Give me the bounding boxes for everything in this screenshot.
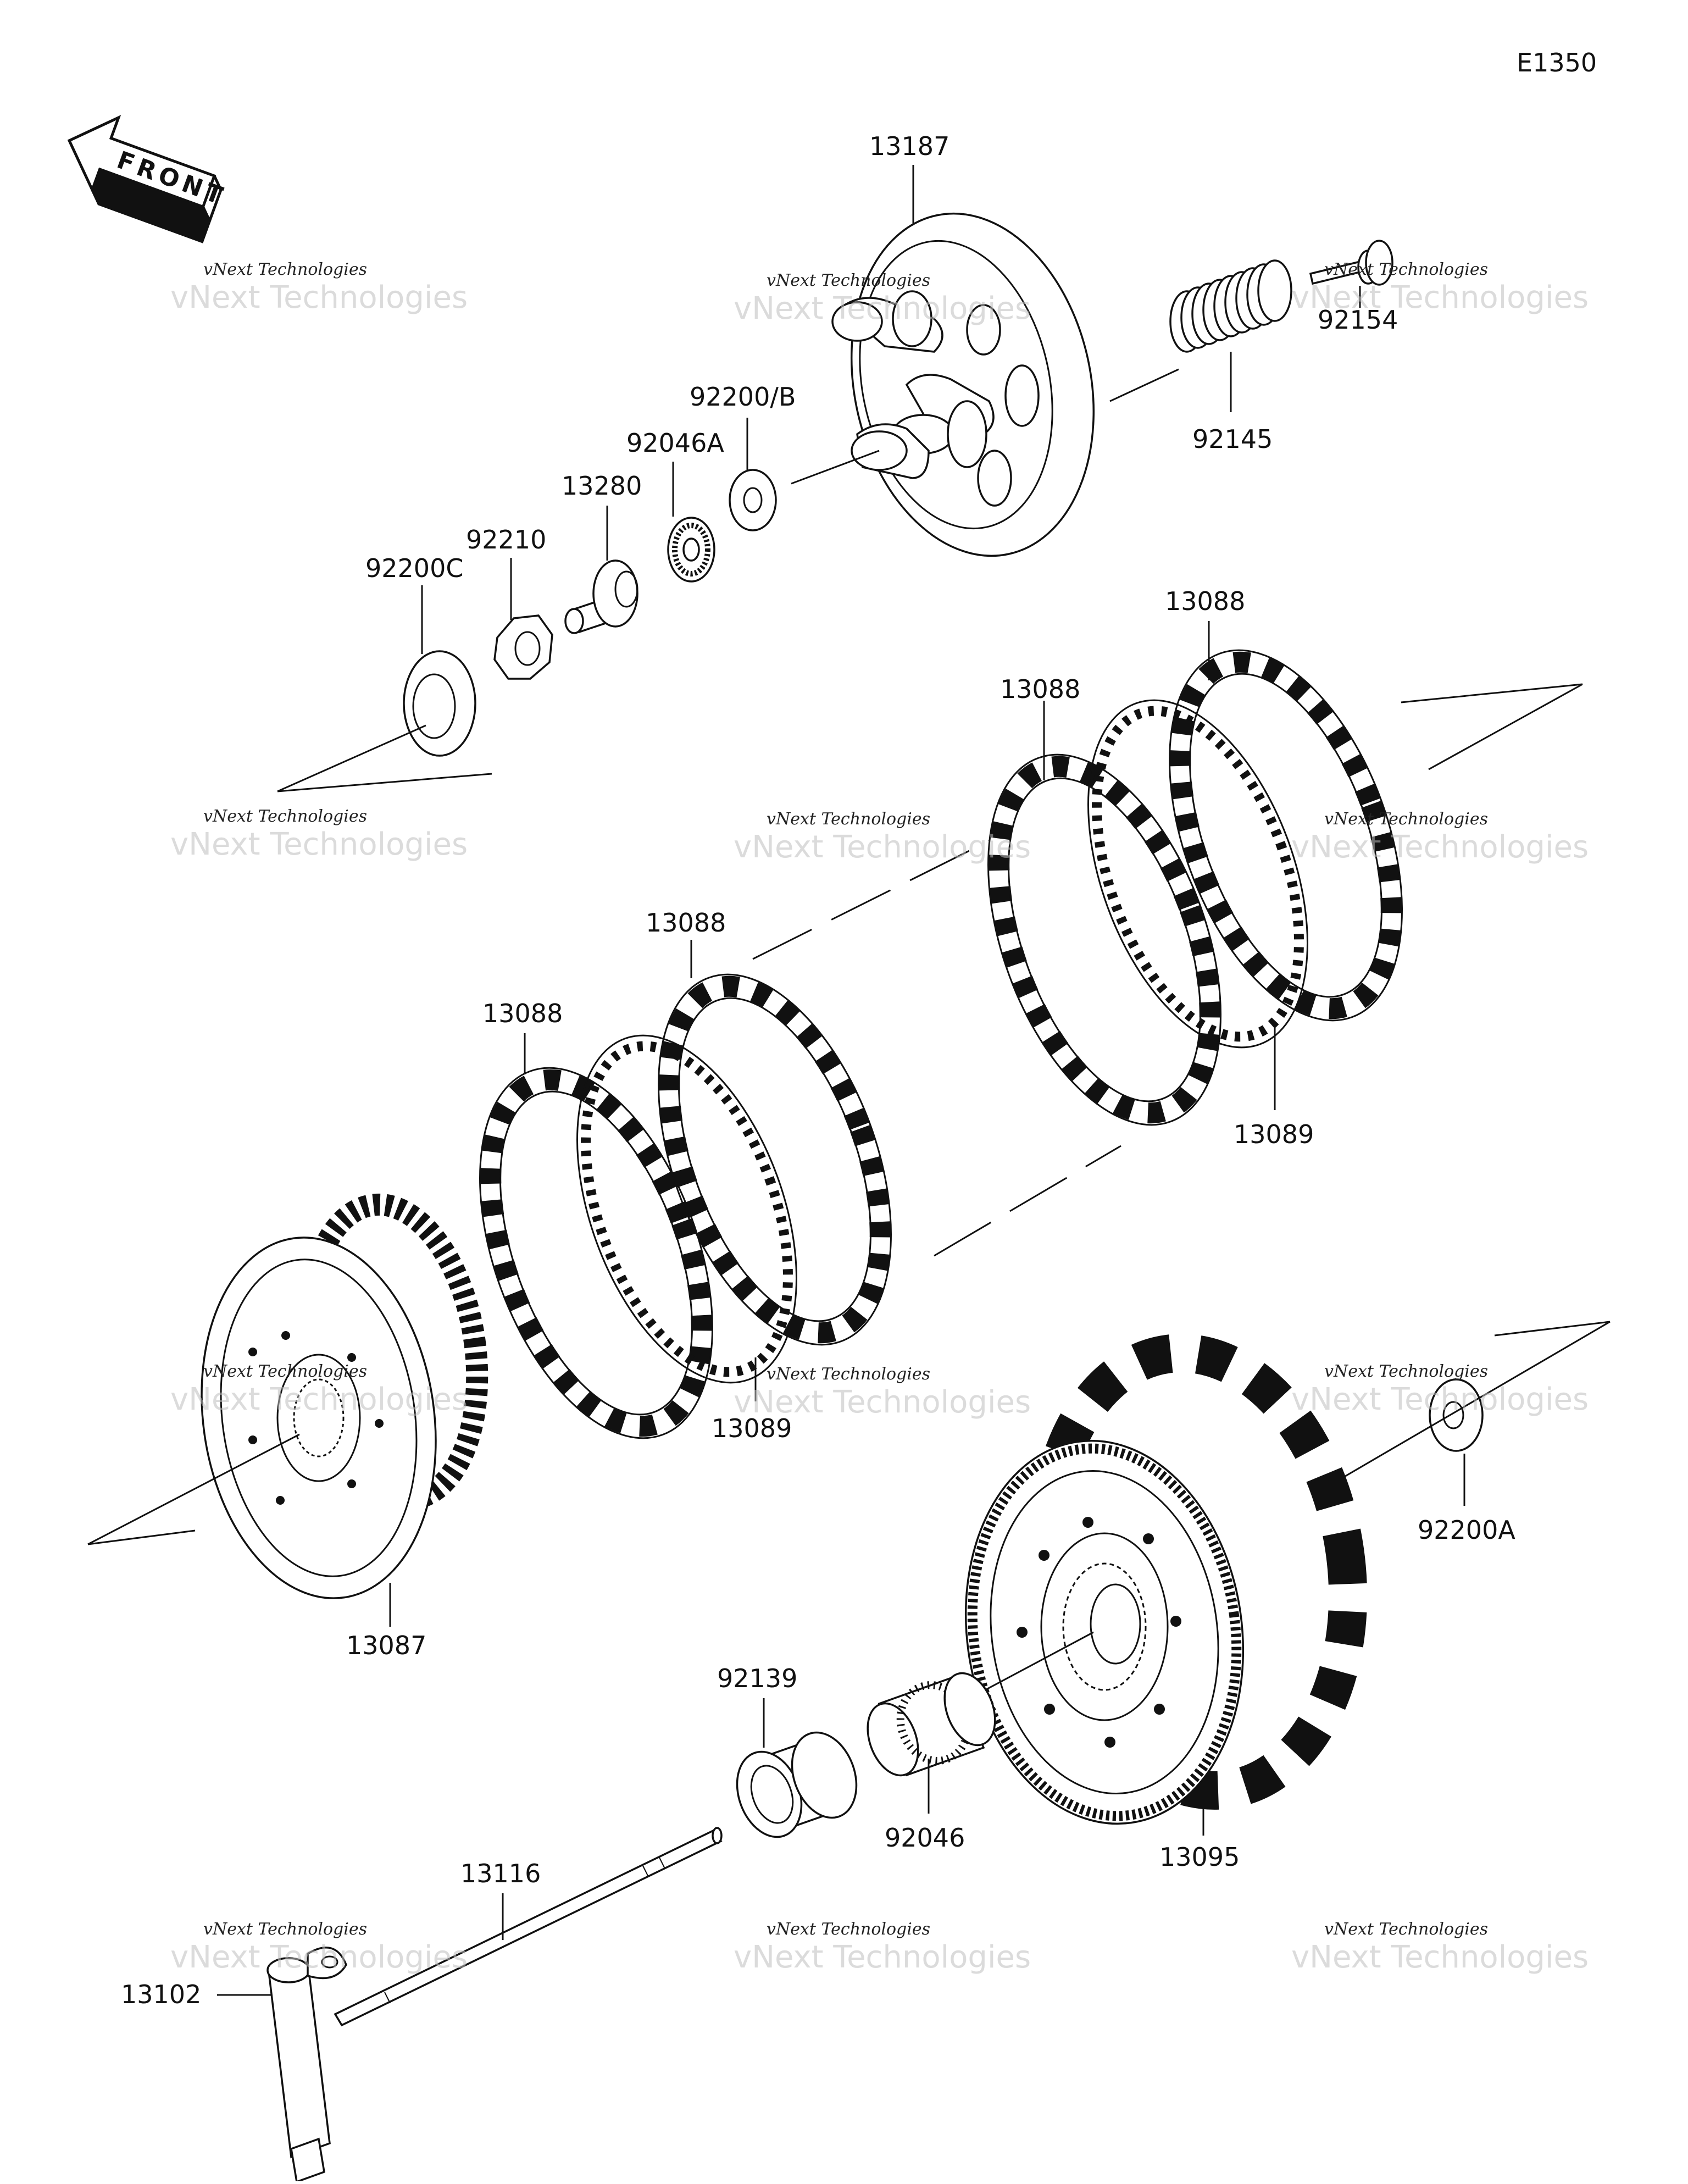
label-92046a: 92046A bbox=[626, 428, 724, 458]
part-92200a-washer bbox=[1429, 1378, 1484, 1452]
watermark-text: vNext Technologies bbox=[1324, 1362, 1488, 1381]
part-92046a-bearing bbox=[667, 517, 715, 583]
part-92046-needle-bearing bbox=[867, 1672, 996, 1777]
label-13089-a: 13089 bbox=[712, 1413, 792, 1443]
label-13088-c: 13088 bbox=[1000, 674, 1080, 704]
label-13280: 13280 bbox=[562, 471, 642, 501]
watermark-text: vNext Technologies bbox=[170, 280, 468, 315]
watermark-text: vNext Technologies bbox=[170, 1382, 468, 1417]
watermark-text: vNext Technologies bbox=[1291, 1939, 1589, 1975]
part-92200c-washer bbox=[403, 650, 476, 757]
watermark-text: vNext Technologies bbox=[203, 260, 367, 279]
part-92154-bolt bbox=[1309, 240, 1393, 286]
watermark-text: vNext Technologies bbox=[1324, 1920, 1488, 1939]
label-13089-b: 13089 bbox=[1234, 1119, 1314, 1149]
label-92210: 92210 bbox=[466, 525, 546, 555]
part-13095-clutch-housing bbox=[964, 1334, 1368, 1825]
watermark-text: vNext Technologies bbox=[203, 1362, 367, 1381]
watermark-text: vNext Technologies bbox=[170, 827, 468, 862]
watermark-text: vNext Technologies bbox=[767, 810, 930, 829]
watermark-text: vNext Technologies bbox=[1291, 829, 1589, 865]
watermark-text: vNext Technologies bbox=[1324, 810, 1488, 829]
part-13102-release-shaft bbox=[266, 1947, 347, 2183]
front-arrow-icon: FRONT bbox=[67, 115, 230, 243]
watermark-text: vNext Technologies bbox=[203, 807, 367, 826]
label-92154: 92154 bbox=[1318, 305, 1398, 335]
part-13116-push-rod bbox=[334, 1827, 723, 2027]
label-92200b: 92200/B bbox=[690, 382, 796, 412]
part-13089-steel-plate-left bbox=[576, 1034, 797, 1384]
part-92210-nut bbox=[493, 614, 553, 680]
part-92139-bushing bbox=[736, 1731, 858, 1838]
part-92145-clutch-spring bbox=[1169, 259, 1292, 353]
watermark-text: vNext Technologies bbox=[203, 1920, 367, 1939]
label-13088-b: 13088 bbox=[646, 908, 726, 938]
part-13088-friction-plate-right-front bbox=[987, 753, 1221, 1126]
watermark-text: vNext Technologies bbox=[734, 291, 1031, 326]
watermark-text: vNext Technologies bbox=[1324, 260, 1488, 279]
part-13088-friction-plate-left-rear bbox=[658, 973, 892, 1346]
label-13116: 13116 bbox=[460, 1859, 541, 1888]
label-13088-a: 13088 bbox=[482, 999, 563, 1028]
watermark-group: vNext Technologies vNext Technologies vN… bbox=[170, 260, 1589, 1975]
part-13089-steel-plate-right bbox=[1087, 699, 1308, 1049]
label-13187: 13187 bbox=[869, 131, 949, 161]
label-92200c: 92200C bbox=[365, 553, 463, 583]
diagram-code: E1350 bbox=[1517, 48, 1597, 77]
label-13088-d: 13088 bbox=[1165, 586, 1245, 616]
part-13088-friction-plate-left-front bbox=[479, 1067, 713, 1439]
label-92200a: 92200A bbox=[1418, 1515, 1515, 1545]
watermark-text: vNext Technologies bbox=[170, 1939, 468, 1975]
watermark-text: vNext Technologies bbox=[767, 1365, 930, 1384]
label-92145: 92145 bbox=[1192, 424, 1273, 454]
part-13280-pusher bbox=[564, 559, 638, 634]
watermark-text: vNext Technologies bbox=[767, 1920, 930, 1939]
watermark-text: vNext Technologies bbox=[1291, 1382, 1589, 1417]
label-13095: 13095 bbox=[1159, 1842, 1240, 1872]
part-13087-clutch-hub bbox=[201, 1193, 488, 1599]
watermark-text: vNext Technologies bbox=[734, 1939, 1031, 1975]
label-13087: 13087 bbox=[346, 1631, 426, 1660]
watermark-text: vNext Technologies bbox=[734, 1384, 1031, 1420]
part-13187-pressure-plate bbox=[831, 212, 1095, 557]
part-13088-friction-plate-right-rear bbox=[1169, 649, 1403, 1022]
watermark-text: vNext Technologies bbox=[734, 829, 1031, 865]
label-92139: 92139 bbox=[717, 1664, 797, 1693]
label-92046: 92046 bbox=[885, 1823, 965, 1853]
label-13102: 13102 bbox=[121, 1980, 201, 2009]
watermark-text: vNext Technologies bbox=[1291, 280, 1589, 315]
part-92200b-washer bbox=[729, 469, 777, 531]
watermark-text: vNext Technologies bbox=[767, 271, 930, 290]
